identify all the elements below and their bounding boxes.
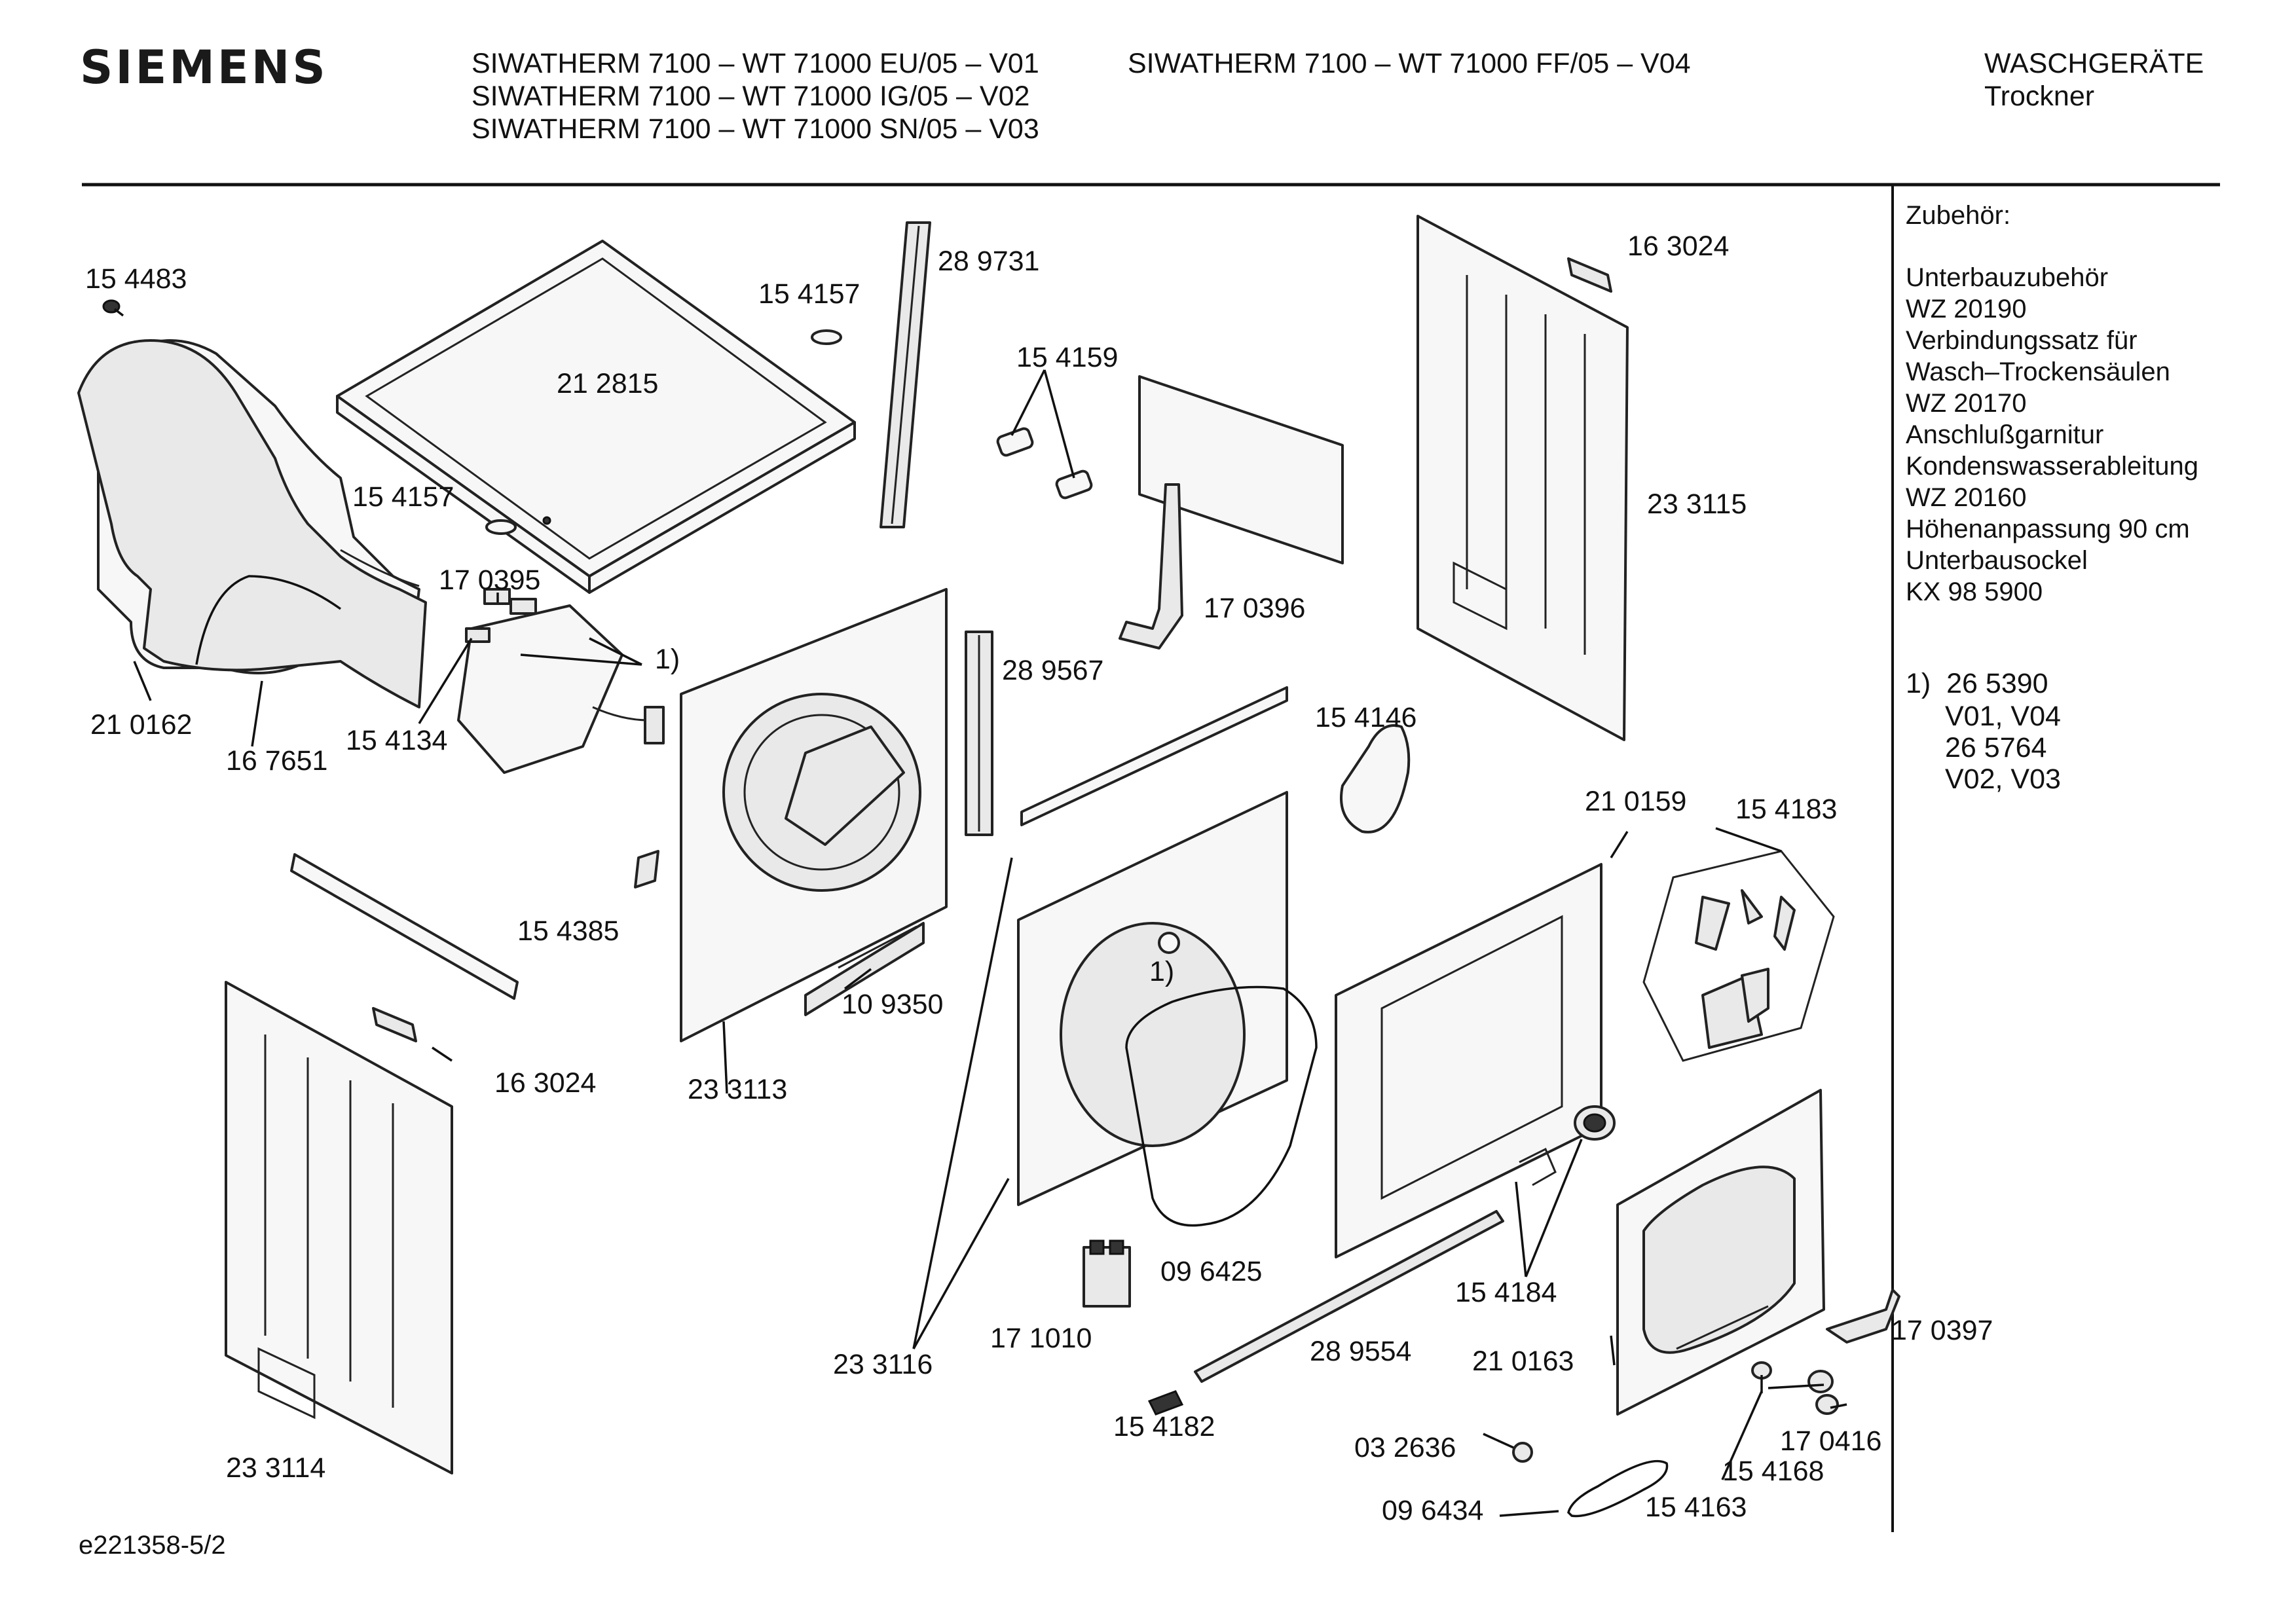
part-label: 15 4183: [1735, 794, 1838, 825]
subcategory-title: Trockner: [1984, 81, 2095, 112]
cap-icon: [485, 519, 517, 535]
part-label: 23 3116: [833, 1349, 933, 1380]
accessory-line: Verbindungssatz für: [1906, 326, 2138, 355]
part-label: 15 4184: [1455, 1277, 1557, 1308]
pin-icon: [1751, 1361, 1772, 1393]
part-label: 15 4385: [517, 915, 620, 947]
strip-part: [880, 221, 931, 528]
accessory-line: Unterbausockel: [1906, 546, 2088, 575]
part-label: 21 0163: [1472, 1346, 1574, 1377]
switch-part: [1083, 1239, 1131, 1308]
accessory-line: Kondenswasserableitung: [1906, 452, 2198, 481]
door-part: [1616, 1089, 1825, 1416]
screw-icon: [102, 299, 124, 317]
part-label: 17 0397: [1891, 1315, 1993, 1346]
model-line-1: SIWATHERM 7100 – WT 71000 EU/05 – V01: [472, 48, 1039, 79]
hinge-parts-group: [1642, 850, 1835, 1062]
part-label: 17 1010: [990, 1323, 1092, 1354]
document-id: e221358-5/2: [79, 1531, 226, 1560]
seal-part: [1567, 1459, 1669, 1518]
knob-part: [1519, 1105, 1616, 1186]
part-label: 1): [655, 644, 680, 675]
part-label: 21 0159: [1585, 786, 1687, 817]
handle-icon: [1567, 257, 1612, 293]
part-label: 03 2636: [1354, 1432, 1456, 1463]
part-label: 21 2815: [557, 368, 659, 399]
part-label: 15 4182: [1113, 1411, 1215, 1442]
frame-top-part: [1020, 686, 1288, 826]
model-line-2: SIWATHERM 7100 – WT 71000 IG/05 – V02: [472, 81, 1030, 112]
part-label: 15 4134: [346, 725, 448, 756]
handle-icon: [372, 1007, 417, 1042]
gasket-part: [1125, 985, 1318, 1227]
part-label: 15 4168: [1722, 1456, 1824, 1487]
bracket-part: [1119, 375, 1344, 650]
bushing-icon: [1807, 1370, 1834, 1393]
leader-lines: [133, 369, 1847, 1517]
round-cover-part: [1340, 724, 1411, 833]
accessory-line: Wasch–Trockensäulen: [1906, 357, 2170, 386]
part-label: 1): [1149, 956, 1175, 987]
part-label: 28 9567: [1002, 655, 1104, 686]
accessory-line: KX 98 5900: [1906, 577, 2043, 606]
part-label: 15 4157: [352, 481, 454, 513]
part-label: 16 3024: [1627, 230, 1730, 262]
screw-icon: [1483, 1433, 1533, 1463]
part-label: 10 9350: [842, 989, 944, 1020]
part-label: 21 0162: [90, 709, 193, 741]
accessories-title: Zubehör:: [1906, 201, 2011, 230]
small-bracket-icon: [634, 850, 659, 888]
footnote-line: 26 5764: [1945, 732, 2047, 763]
part-label: 09 6425: [1160, 1256, 1263, 1287]
clip-icon: [996, 427, 1093, 500]
door-frame-part: [1335, 863, 1602, 1258]
part-label: 15 4483: [85, 263, 187, 295]
part-label: 15 4163: [1645, 1492, 1747, 1523]
door-bar-part: [1194, 1210, 1504, 1383]
part-label: 16 3024: [494, 1067, 597, 1099]
part-label: 28 9731: [938, 246, 1040, 277]
part-label: 15 4146: [1315, 702, 1417, 733]
accessory-line: Anschlußgarnitur: [1906, 420, 2104, 449]
part-label: 23 3113: [688, 1074, 788, 1105]
accessory-line: Unterbauzubehör: [1906, 263, 2109, 292]
side-panel-left-part: [225, 981, 453, 1475]
accessory-line: WZ 20170: [1906, 389, 2027, 418]
side-panel-right-part: [1416, 215, 1629, 741]
accessory-line: Höhenanpassung 90 cm: [1906, 515, 2190, 543]
footnote-line: V01, V04: [1945, 701, 2061, 732]
block-icon: [1147, 1390, 1184, 1416]
part-label: 09 6434: [1382, 1495, 1484, 1526]
vertical-rail-part: [965, 631, 993, 836]
rear-panel-part: [680, 588, 948, 1042]
footnote-line: V02, V03: [1945, 763, 2061, 795]
air-duct-part: [77, 339, 427, 708]
connector-housing-part: [457, 588, 665, 774]
latch-part: [1826, 1289, 1900, 1344]
part-label: 17 0395: [439, 564, 541, 596]
model-line-4: SIWATHERM 7100 – WT 71000 FF/05 – V04: [1128, 48, 1691, 79]
front-frame-part: [1017, 791, 1288, 1206]
top-cover-part: [336, 240, 856, 594]
part-label: 28 9554: [1310, 1336, 1412, 1367]
category-title: WASCHGERÄTE: [1984, 48, 2204, 79]
footnote-line: 1) 26 5390: [1906, 668, 2048, 699]
part-label: 15 4159: [1016, 342, 1119, 373]
brand-logo: SIEMENS: [80, 41, 328, 94]
part-label: 16 7651: [226, 745, 328, 777]
part-label: 17 0396: [1204, 593, 1306, 624]
part-label: 23 3114: [226, 1452, 326, 1484]
part-label: 15 4157: [758, 278, 861, 310]
rail-part: [290, 853, 519, 1000]
accessory-line: WZ 20190: [1906, 295, 2027, 323]
cap-icon: [811, 329, 842, 345]
model-line-3: SIWATHERM 7100 – WT 71000 SN/05 – V03: [472, 113, 1039, 145]
part-label: 23 3115: [1647, 488, 1747, 520]
part-label: 17 0416: [1780, 1425, 1882, 1457]
washer-icon: [1815, 1394, 1839, 1415]
accessory-line: WZ 20160: [1906, 483, 2027, 512]
